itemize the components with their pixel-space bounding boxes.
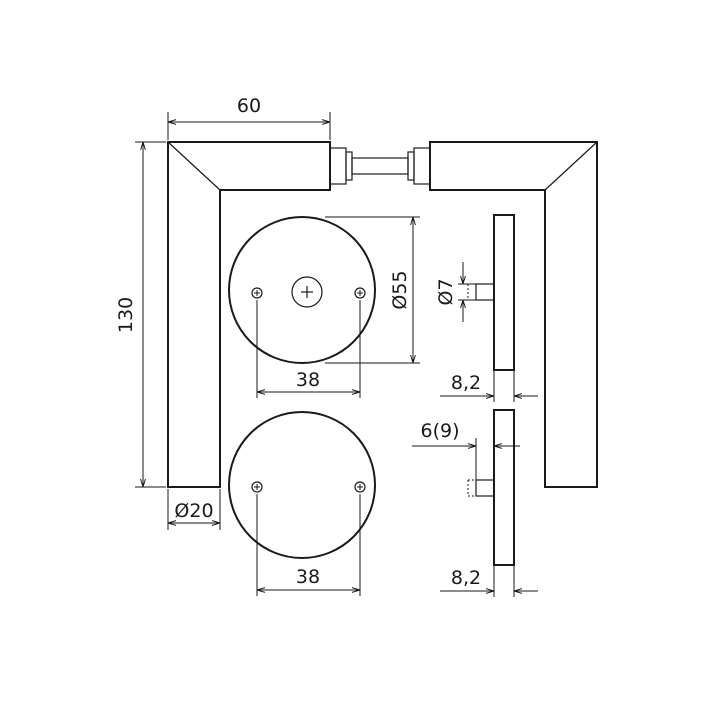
left-lever-handle xyxy=(167,141,331,488)
spindle-connector xyxy=(329,147,431,185)
right-lever-handle xyxy=(429,141,598,488)
dimension-label: 8,2 xyxy=(451,567,481,589)
screw-icon xyxy=(251,481,263,493)
dimension-screw-spacing-bottom: 38 xyxy=(256,494,361,596)
dimension-shaft-diameter: Ø20 xyxy=(167,489,221,530)
dimension-label: Ø7 xyxy=(435,278,457,305)
dimension-label: 38 xyxy=(296,369,320,391)
dimension-screw-spacing-top: 38 xyxy=(256,300,361,398)
dimension-label: 60 xyxy=(237,95,261,117)
dimension-label: 130 xyxy=(115,297,137,333)
screw-icon xyxy=(354,481,366,493)
dimension-label: Ø55 xyxy=(389,270,411,309)
dimension-label: 8,2 xyxy=(451,372,481,394)
dimension-label: 6(9) xyxy=(420,420,459,442)
dimension-60: 60 xyxy=(167,95,331,140)
rosette-side-view-bottom xyxy=(467,409,515,566)
rosette-side-view-top xyxy=(467,214,515,371)
rosette-keyhole xyxy=(228,216,376,364)
screw-icon xyxy=(354,287,366,299)
dimension-thickness-top: 8,2 xyxy=(440,370,538,402)
dimension-pin-diameter: Ø7 xyxy=(435,262,476,322)
dimension-130: 130 xyxy=(115,141,166,488)
dimension-thickness-bottom: 8,2 xyxy=(440,565,538,597)
dimension-pin-length: 6(9) xyxy=(412,420,520,480)
screw-icon xyxy=(251,287,263,299)
rosette-plain xyxy=(228,411,376,559)
dimension-rosette-diameter: Ø55 xyxy=(325,216,420,364)
dimension-label: Ø20 xyxy=(174,500,213,522)
dimension-label: 38 xyxy=(296,566,320,588)
